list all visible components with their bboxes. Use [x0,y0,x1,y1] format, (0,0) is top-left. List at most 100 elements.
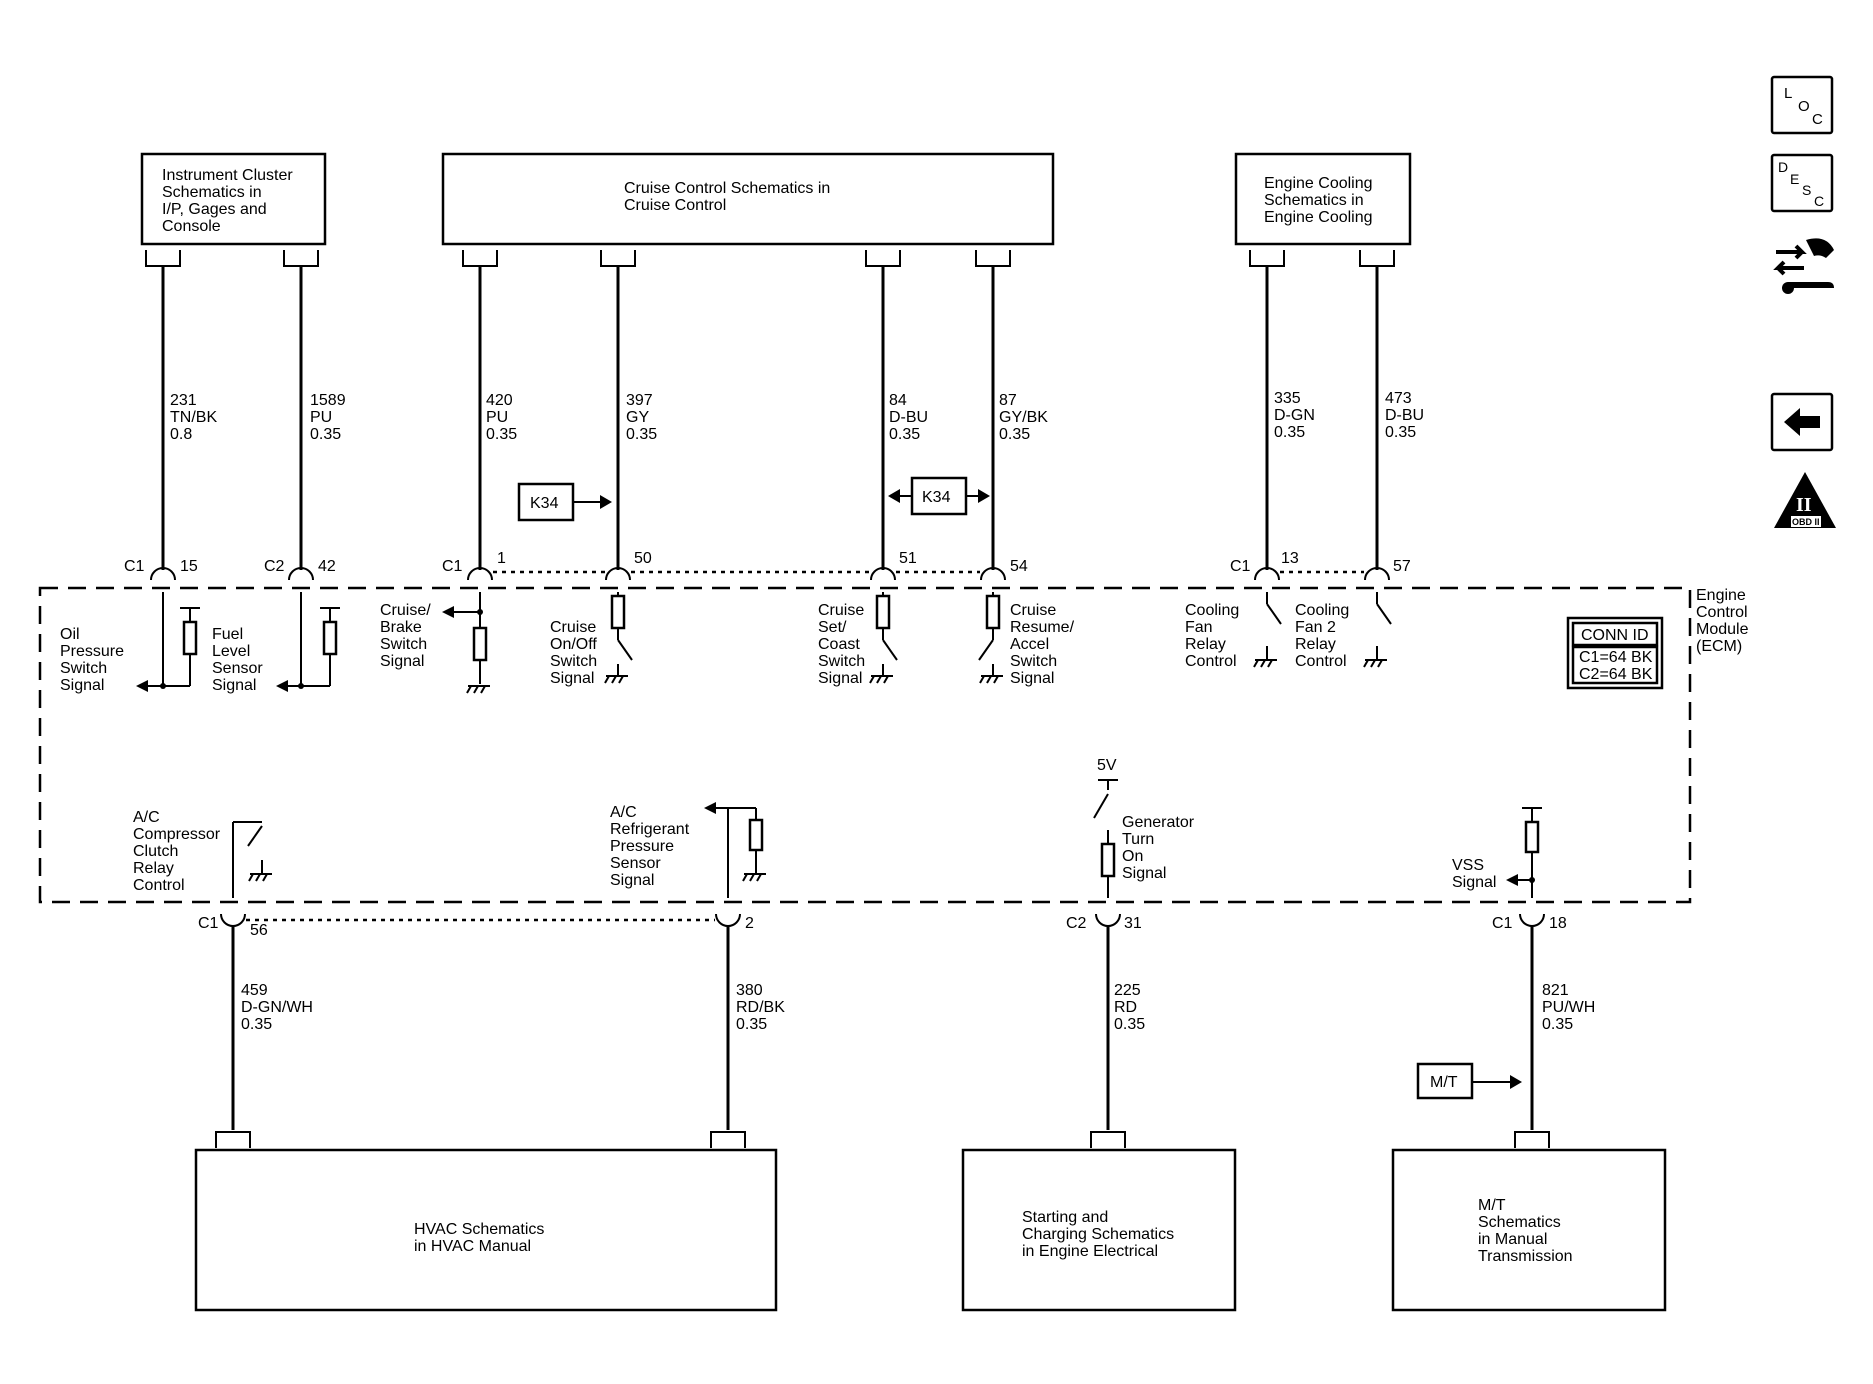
k34-label: K34 [530,495,559,512]
switch-icon [978,639,994,661]
signal-label: Relay [1295,636,1336,653]
cruise-control-module[interactable]: Cruise Control Schematics in Cruise Cont… [441,152,1055,246]
starting-charging-module[interactable]: Starting and Charging Schematics in Engi… [961,1148,1237,1312]
hvac-module[interactable]: HVAC Schematics in HVAC Manual [194,1148,778,1312]
k34-tag-right[interactable]: K34 [888,476,990,516]
wire-label: 420 PU 0.35 [486,392,517,443]
module-label-line: M/T [1478,1197,1506,1214]
ground-icon [466,685,490,694]
cruise-set-coast-circuit: Cruise Set/ Coast Switch Signal [818,592,898,687]
signal-label: Switch [380,636,427,653]
signal-label: A/C [610,804,637,821]
signal-label: A/C [133,809,160,826]
connector-id: C1 [198,915,219,932]
wire-gauge: 0.35 [1114,1016,1145,1033]
signal-label: Cruise [550,619,596,636]
wire-gauge: 0.35 [889,426,920,443]
signal-label: Pressure [60,643,124,660]
signal-label: Switch [1010,653,1057,670]
signal-label: Cooling [1295,602,1349,619]
connector-id: C1 [1230,558,1251,575]
module-label-line: Cruise Control [624,197,726,214]
module-label-line: in Engine Electrical [1022,1243,1158,1260]
wire-label: 335 D-GN 0.35 [1274,390,1315,441]
signal-label: On/Off [550,636,597,653]
loc-letter: O [1798,98,1810,115]
obd-text: OBD II [1792,517,1820,527]
wire-label: 84 D-BU 0.35 [889,392,928,443]
ecm-label-line: Module [1696,621,1749,638]
wire-color: PU [486,409,508,426]
loc-icon[interactable]: L O C [1770,75,1834,135]
signal-label: Signal [610,872,654,889]
vss-circuit: VSS Signal [1452,807,1542,898]
cruise-resume-accel-circuit: Cruise Resume/ Accel Switch Signal [978,592,1075,687]
signal-label: Fan 2 [1295,619,1336,636]
connector-pin-labels: C1 56 2 C2 31 C1 18 [198,915,1567,939]
wire-label: 380 RD/BK 0.35 [736,982,785,1033]
wire-gauge: 0.8 [170,426,192,443]
ecm-module[interactable]: Engine Control Module (ECM) [38,586,1749,904]
pin-number: 57 [1393,558,1411,575]
pin-number: 42 [318,558,336,575]
arrow-left-icon [704,802,716,814]
module-label-line: Console [162,218,221,235]
engine-cooling-module[interactable]: Engine Cooling Schematics in Engine Cool… [1234,152,1412,246]
mt-module[interactable]: M/T Schematics in Manual Transmission [1391,1148,1667,1312]
wire-gauge: 0.35 [486,426,517,443]
cruise-brake-circuit: Cruise/ Brake Switch Signal [380,592,490,694]
back-arrow-button[interactable] [1770,392,1834,452]
wire-label: 459 D-GN/WH 0.35 [241,982,313,1033]
wire-gauge: 0.35 [999,426,1030,443]
desc-icon[interactable]: D E S C [1770,153,1834,213]
signal-label: Signal [818,670,862,687]
arrow-right-icon [1510,1075,1522,1089]
module-label-line: Schematics in [1264,192,1364,209]
wire-circuit-number: 84 [889,392,907,409]
pin-number: 18 [1549,915,1567,932]
signal-label: VSS [1452,857,1484,874]
arrow-left-icon [1784,408,1820,436]
switch-icon [882,639,898,661]
signal-label: Resume/ [1010,619,1075,636]
obd-ii-icon[interactable]: II OBD II [1774,472,1836,528]
arrow-left-icon [442,606,454,618]
signal-label: On [1122,848,1143,865]
ac-refrigerant-pressure-circuit: A/C Refrigerant Pressure Sensor Signal [610,802,766,898]
wire-circuit-number: 420 [486,392,513,409]
signal-label: Relay [133,860,174,877]
wire-color: PU [310,409,332,426]
instrument-cluster-module[interactable]: Instrument Cluster Schematics in I/P, Ga… [140,152,327,246]
ac-compressor-clutch-circuit: A/C Compressor Clutch Relay Control [133,809,272,898]
switch-icon [1093,793,1109,819]
mt-tag-label: M/T [1430,1074,1458,1091]
wire-circuit-number: 380 [736,982,763,999]
desc-letter: E [1790,171,1799,187]
ground-icon [248,873,272,882]
signal-label: Compressor [133,826,221,843]
conn-id-title: CONN ID [1581,627,1649,644]
signal-label: Generator [1122,814,1195,831]
module-label-line: Schematics [1478,1214,1561,1231]
conn-id-c1: C1=64 BK [1579,649,1653,666]
wire-label: 397 GY 0.35 [626,392,657,443]
pin-number: 56 [250,922,268,939]
arrow-right-icon [600,495,612,509]
connector-id: C2 [1066,915,1087,932]
fuel-level-circuit: Fuel Level Sensor Signal [212,592,340,694]
wire-color: GY/BK [999,409,1048,426]
desc-letter: D [1778,159,1788,175]
mt-tag[interactable]: M/T [1416,1062,1522,1100]
ground-icon [869,675,893,684]
wire-gauge: 0.35 [736,1016,767,1033]
connector-tools-icon[interactable] [1773,238,1834,294]
obd-numeral: II [1796,494,1812,516]
pin-number: 54 [1010,558,1028,575]
supply-voltage-label: 5V [1097,757,1117,774]
conn-id-table: CONN ID C1=64 BK C2=64 BK [1566,616,1664,690]
wire-gauge: 0.35 [310,426,341,443]
wire-label: 231 TN/BK 0.8 [170,392,217,443]
k34-tag-left[interactable]: K34 [517,482,612,522]
top-wires [161,266,1379,570]
wire-gauge: 0.35 [1542,1016,1573,1033]
